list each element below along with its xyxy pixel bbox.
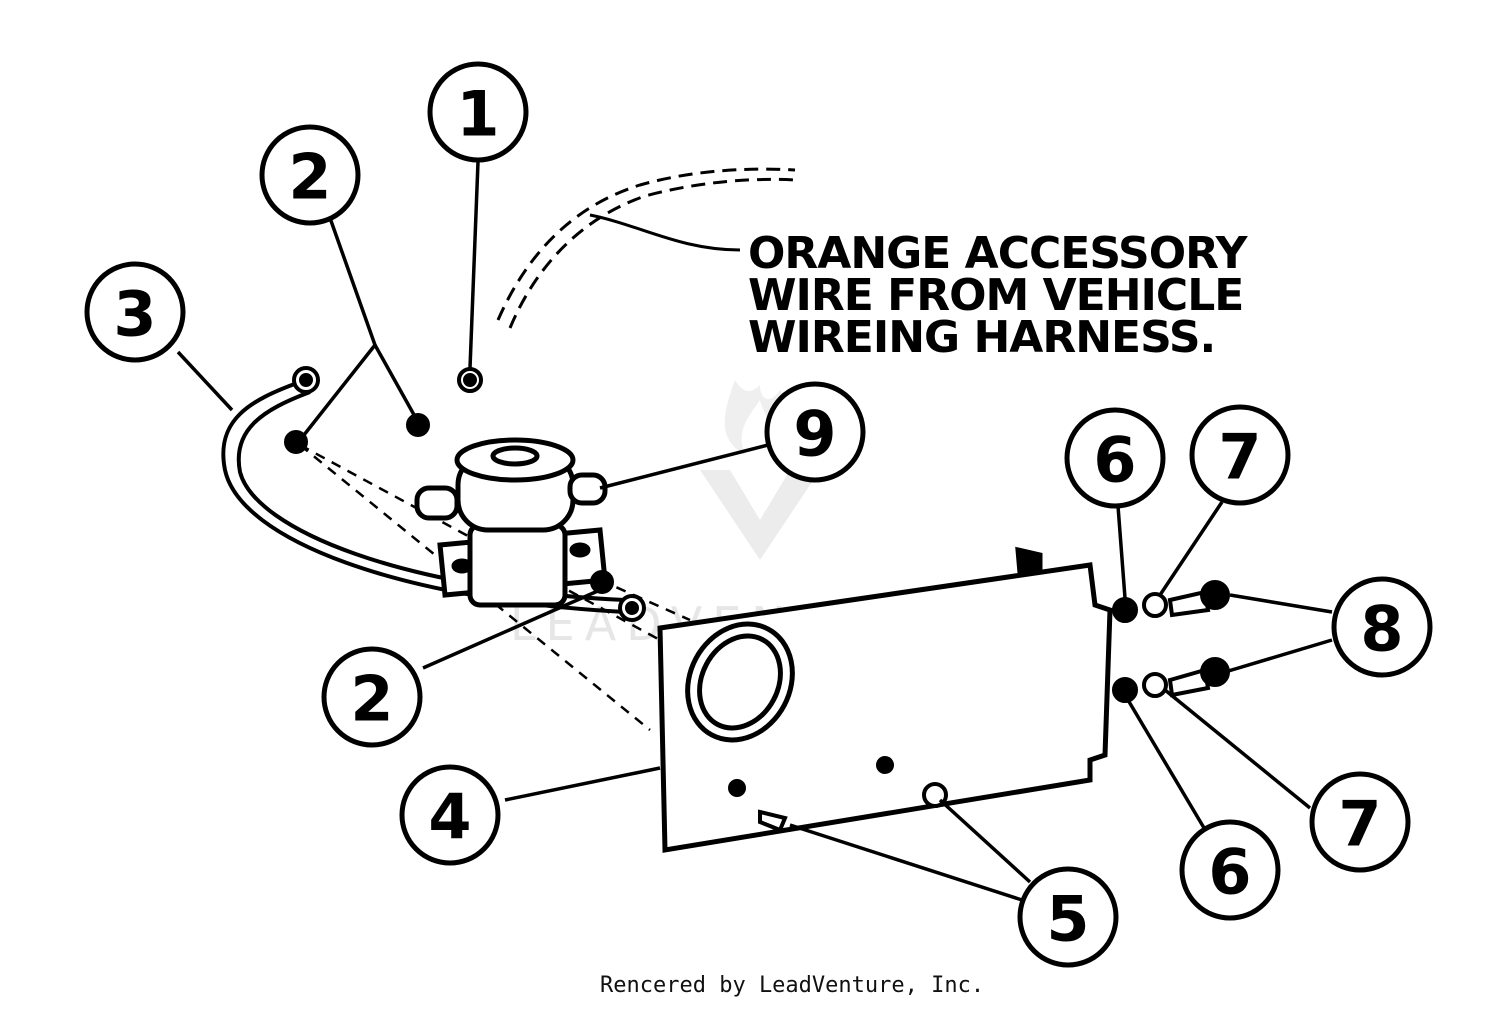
callout-label: 7 xyxy=(1218,421,1261,494)
callout-7-upper: 7 xyxy=(1189,404,1291,506)
wire-note: ORANGE ACCESSORY WIRE FROM VEHICLE WIREI… xyxy=(748,228,1250,363)
callout-label: 5 xyxy=(1046,883,1089,956)
callout-label: 7 xyxy=(1338,788,1381,861)
callout-3: 3 xyxy=(84,261,186,363)
callout-label: 1 xyxy=(456,78,499,151)
note-line-3: WIREING HARNESS. xyxy=(748,312,1215,363)
footer-credit: Rencered by LeadVenture, Inc. xyxy=(600,973,984,998)
callout-6-lower: 6 xyxy=(1179,819,1281,921)
note-line-2: WIRE FROM VEHICLE xyxy=(748,270,1243,321)
fasteners xyxy=(728,580,1230,833)
callout-label: 8 xyxy=(1360,593,1403,666)
callout-6-upper: 6 xyxy=(1064,407,1166,509)
callout-8: 8 xyxy=(1331,576,1433,678)
callout-label: 4 xyxy=(428,781,471,854)
callout-7-lower: 7 xyxy=(1309,771,1411,873)
callout-label: 2 xyxy=(288,141,331,214)
callout-label: 3 xyxy=(113,278,156,351)
ring-terminals xyxy=(284,366,646,622)
callout-label: 9 xyxy=(793,398,836,471)
note-line-1: ORANGE ACCESSORY xyxy=(748,228,1249,279)
callout-label: 6 xyxy=(1093,424,1136,497)
callout-4: 4 xyxy=(399,764,501,866)
callout-label: 2 xyxy=(350,663,393,736)
leader-lines xyxy=(176,161,1333,902)
callout-2-upper: 2 xyxy=(259,124,361,226)
callout-2-lower: 2 xyxy=(321,646,423,748)
callout-5: 5 xyxy=(1017,866,1119,968)
callout-label: 6 xyxy=(1208,836,1251,909)
callout-9: 9 xyxy=(764,381,866,483)
mounting-bracket xyxy=(657,546,1113,853)
callout-1: 1 xyxy=(427,61,529,163)
